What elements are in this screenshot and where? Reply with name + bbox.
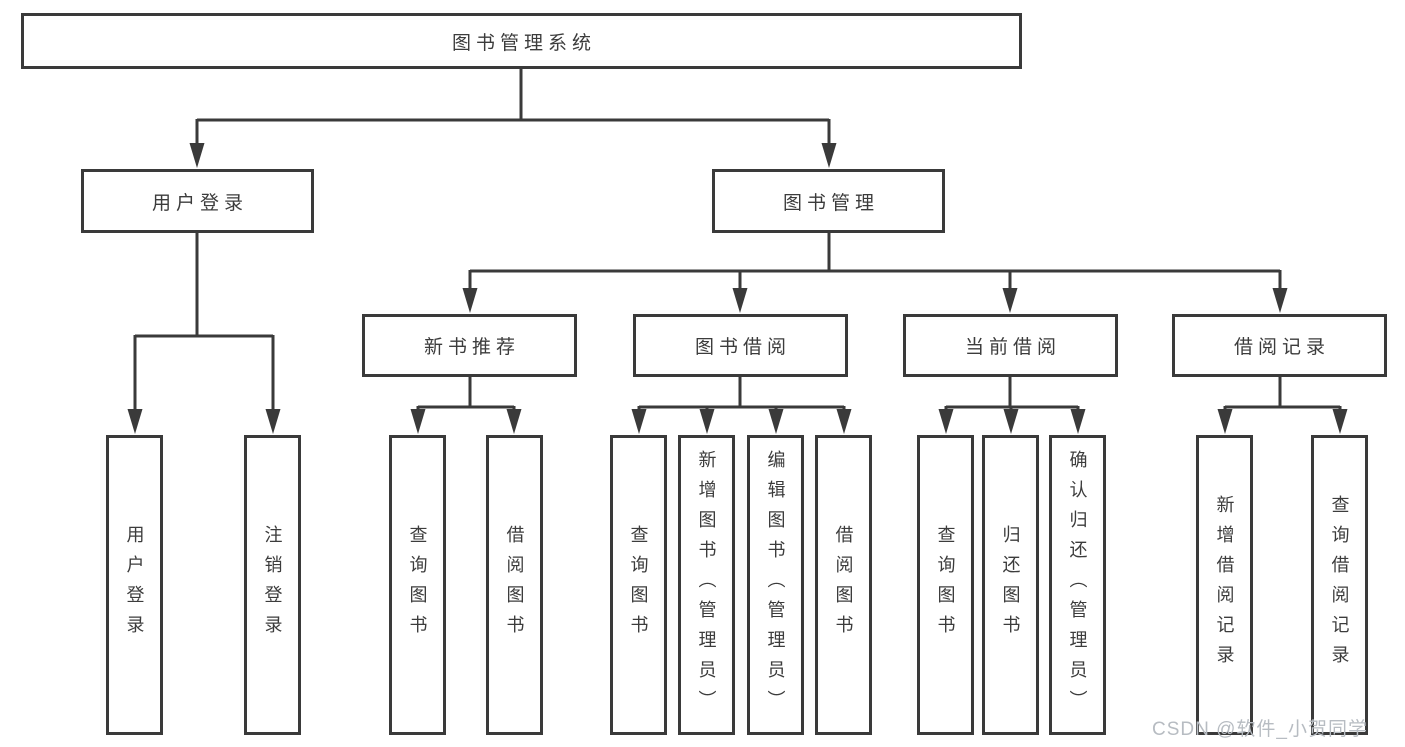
leaf-borrow-query-books: 查询图书 (610, 435, 667, 735)
leaf-records-query-record: 查询借阅记录 (1311, 435, 1368, 735)
leaf-current-confirm-return-admin: 确认归还（管理员） (1049, 435, 1106, 735)
leaf-records-add-record: 新增借阅记录 (1196, 435, 1253, 735)
leaf-borrow-edit-books-admin: 编辑图书（管理员） (747, 435, 804, 735)
node-root-library-system: 图书管理系统 (21, 13, 1022, 69)
leaf-newbook-query-books: 查询图书 (389, 435, 446, 735)
leaf-user-login: 用户登录 (106, 435, 163, 735)
node-borrow-records: 借阅记录 (1172, 314, 1387, 377)
node-book-borrow: 图书借阅 (633, 314, 848, 377)
node-new-book-recommend: 新书推荐 (362, 314, 577, 377)
node-user-login: 用户登录 (81, 169, 314, 233)
leaf-newbook-borrow-books: 借阅图书 (486, 435, 543, 735)
leaf-current-query-books: 查询图书 (917, 435, 974, 735)
leaf-logout: 注销登录 (244, 435, 301, 735)
leaf-borrow-borrow-books: 借阅图书 (815, 435, 872, 735)
node-book-management: 图书管理 (712, 169, 945, 233)
csdn-watermark: CSDN @软件_小贺同学 (1152, 719, 1368, 740)
node-current-borrow: 当前借阅 (903, 314, 1118, 377)
arrowheads (127, 143, 1348, 434)
leaf-current-return-books: 归还图书 (982, 435, 1039, 735)
leaf-borrow-add-books-admin: 新增图书（管理员） (678, 435, 735, 735)
